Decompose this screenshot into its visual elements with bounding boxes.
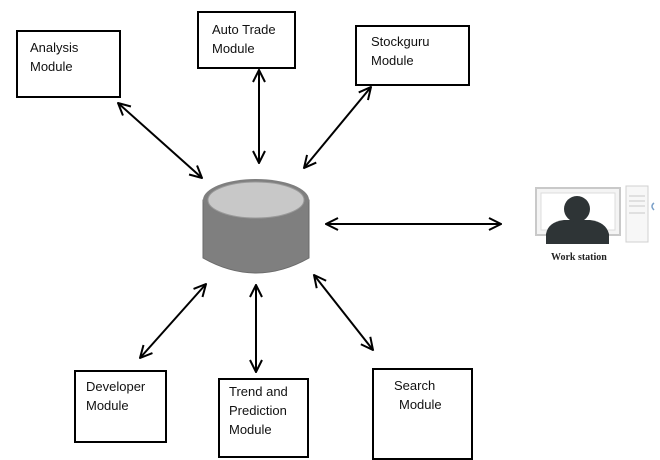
- workstation-icon: [535, 185, 655, 244]
- stockguru-module-box: Stockguru Module: [355, 25, 470, 86]
- auto-trade-module-box: Auto Trade Module: [197, 11, 296, 69]
- analysis-module-line-2: Module: [30, 59, 73, 74]
- trend-module-line-2: Prediction: [229, 403, 287, 418]
- analysis-module-box: Analysis Module: [16, 30, 121, 98]
- arrow-search-db: [314, 275, 373, 350]
- arrow-developer-db: [140, 284, 206, 358]
- stockguru-module-line-2: Module: [371, 53, 414, 68]
- developer-module-box: Developer Module: [74, 370, 167, 443]
- search-module-line-2: Module: [399, 397, 442, 412]
- developer-module-line-2: Module: [86, 398, 129, 413]
- workstation-label: Work station: [551, 252, 607, 263]
- auto-trade-module-line-2: Module: [212, 41, 255, 56]
- trend-module-line-3: Module: [229, 422, 272, 437]
- database-cylinder-icon: [202, 179, 310, 274]
- trend-module-line-1: Trend and: [229, 384, 288, 399]
- stockguru-module-line-1: Stockguru: [371, 34, 430, 49]
- arrow-stockguru-db: [304, 87, 371, 168]
- search-module-box: Search Module: [372, 368, 473, 460]
- developer-module-line-1: Developer: [86, 379, 146, 394]
- search-module-line-1: Search: [394, 378, 436, 393]
- trend-prediction-module-box: Trend and Prediction Module: [218, 378, 309, 458]
- analysis-module-line-1: Analysis: [30, 40, 79, 55]
- auto-trade-module-line-1: Auto Trade: [212, 22, 276, 37]
- arrow-analysis-db: [118, 103, 202, 178]
